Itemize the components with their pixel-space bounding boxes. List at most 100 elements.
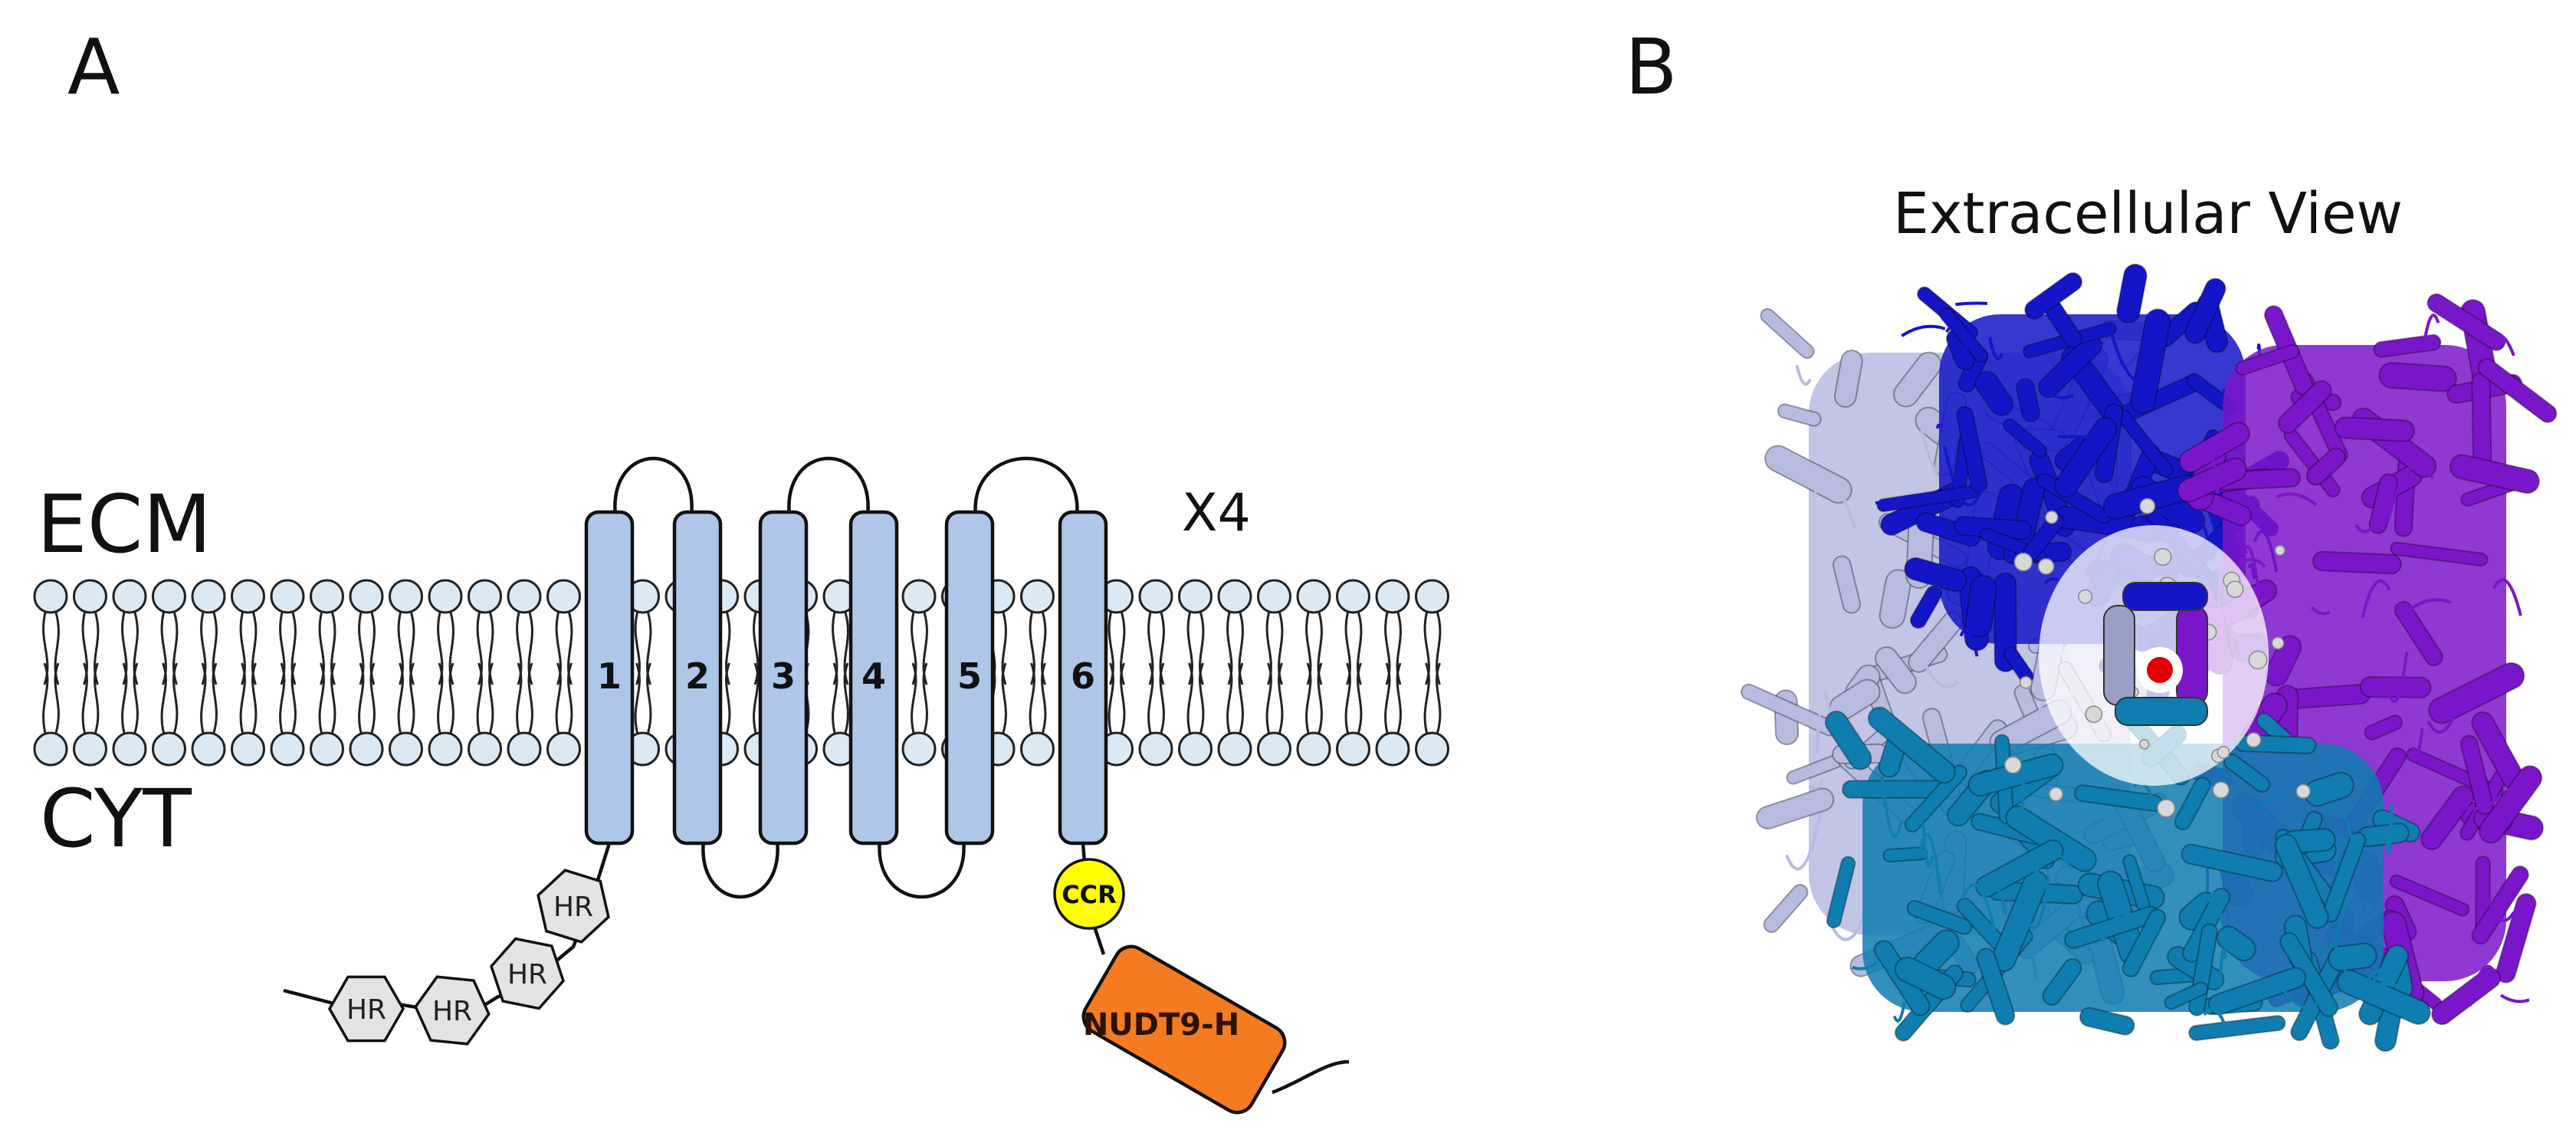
ribbon-helix [1906, 900, 1973, 935]
hr-domain [327, 975, 405, 1043]
hr-domain [414, 975, 491, 1046]
ribbon-helix [2420, 785, 2475, 851]
ribbon-loop [2012, 701, 2045, 735]
lipid-tail [476, 662, 483, 734]
lipid-head [191, 731, 226, 767]
lipid-tail [1344, 662, 1351, 734]
lipid-head [507, 731, 542, 767]
ribbon-helix [1915, 512, 1981, 547]
lipid-tail [121, 662, 128, 734]
ribbon-loop [2333, 943, 2378, 990]
hr-domain [490, 937, 565, 1010]
ribbon-helix [2495, 893, 2537, 984]
ribbon-helix [2477, 358, 2558, 423]
ribbon-loop [1988, 337, 2004, 360]
ribbon-loop [2218, 948, 2227, 988]
ribbon-loop [2321, 760, 2369, 790]
ligand-atom [2157, 799, 2176, 818]
c-terminal-tail: CCR NUDT9-H [1053, 842, 1350, 1115]
ribbon-loop [2427, 688, 2465, 734]
ribbon-loop [1943, 446, 1984, 507]
ribbon-helix [1976, 948, 2016, 1026]
subunit-teal [1824, 706, 2431, 1053]
nudt9-box [1081, 944, 1287, 1115]
lipid-head [73, 731, 107, 767]
ligand-atom [2226, 580, 2244, 599]
lipid-head [1296, 579, 1331, 614]
ribbon-helix [2322, 831, 2367, 923]
lipid-head [389, 731, 423, 767]
lipid-tail [1238, 662, 1244, 734]
lipid-tail [488, 662, 494, 734]
lipid-tail [318, 662, 325, 734]
ribbon-loop [1892, 1001, 1906, 1023]
lipid-tail [1305, 662, 1312, 734]
ribbon-loop [2385, 803, 2394, 855]
ligand-atom [2049, 787, 2063, 802]
lipid-head [428, 731, 463, 767]
lipid-tail [1159, 662, 1165, 734]
lipid-head [349, 579, 384, 614]
ribbon-helix [2178, 422, 2250, 474]
lipid-head [901, 731, 937, 767]
lipid-tail [1436, 662, 1442, 734]
ribbon-helix [2164, 981, 2209, 1010]
lipid-tail [1226, 662, 1233, 734]
lipid-head [468, 731, 502, 767]
lipid-head [112, 579, 147, 614]
ribbon-loop [1945, 324, 1969, 350]
lipid-head [1020, 579, 1055, 614]
helix-number: 5 [957, 655, 982, 697]
ribbon-loop [1981, 880, 2008, 914]
pore-helix [2115, 697, 2208, 726]
lipid-tail [409, 662, 415, 734]
ribbon-loop [2312, 898, 2348, 954]
ribbon-loop [1875, 499, 1921, 505]
ribbon-helix [2305, 447, 2346, 486]
lipid-head [73, 579, 107, 614]
pore-helix [2103, 605, 2135, 706]
lipid-tail [94, 662, 100, 734]
panel-b-label: B [1625, 22, 1678, 112]
lipid-tail [1278, 662, 1284, 734]
lipid-head [546, 731, 581, 767]
ribbon-helix [1975, 839, 2064, 898]
ribbon-helix [2460, 734, 2494, 816]
lipid-head [389, 579, 423, 614]
ribbon-loop [2207, 892, 2225, 928]
lipid-tail [527, 662, 533, 734]
ribbon-loop [1784, 813, 1823, 871]
nudt9-label: NUDT9-H [1083, 1007, 1239, 1043]
lipid-head [231, 579, 265, 614]
ribbon-loop [2361, 967, 2400, 987]
ribbon-helix [2277, 379, 2332, 434]
lipid-tail [290, 662, 297, 734]
hr-domain [537, 869, 610, 944]
ligand-atom [2139, 739, 2150, 750]
lipid-head [152, 731, 186, 767]
ligand-atom [2274, 544, 2286, 556]
ligand-atom [2154, 547, 2172, 567]
ccr-label: CCR [1062, 880, 1117, 909]
ribbon-helix [1867, 706, 1956, 784]
lipid-tail [1029, 662, 1035, 734]
lipid-head [112, 731, 147, 767]
hr-label: HR [507, 959, 547, 990]
ribbon-loop [2107, 324, 2156, 383]
lipid-tail [81, 662, 88, 734]
lipid-head [1217, 579, 1252, 614]
lipid-tail [1384, 662, 1391, 734]
lipid-tail [448, 662, 454, 734]
ribbon-helix [2359, 676, 2432, 698]
ribbon-helix [1874, 646, 1917, 695]
ribbon-helix [2181, 843, 2283, 882]
lipid-tail [397, 662, 404, 734]
ribbon-helix [2336, 969, 2431, 1025]
lipid-head [428, 579, 463, 614]
ribbon-loop [2492, 578, 2522, 616]
ribbon-helix [2216, 925, 2256, 961]
lipid-tail [516, 662, 523, 734]
hr-label: HR [432, 996, 472, 1027]
lipid-head [310, 579, 344, 614]
